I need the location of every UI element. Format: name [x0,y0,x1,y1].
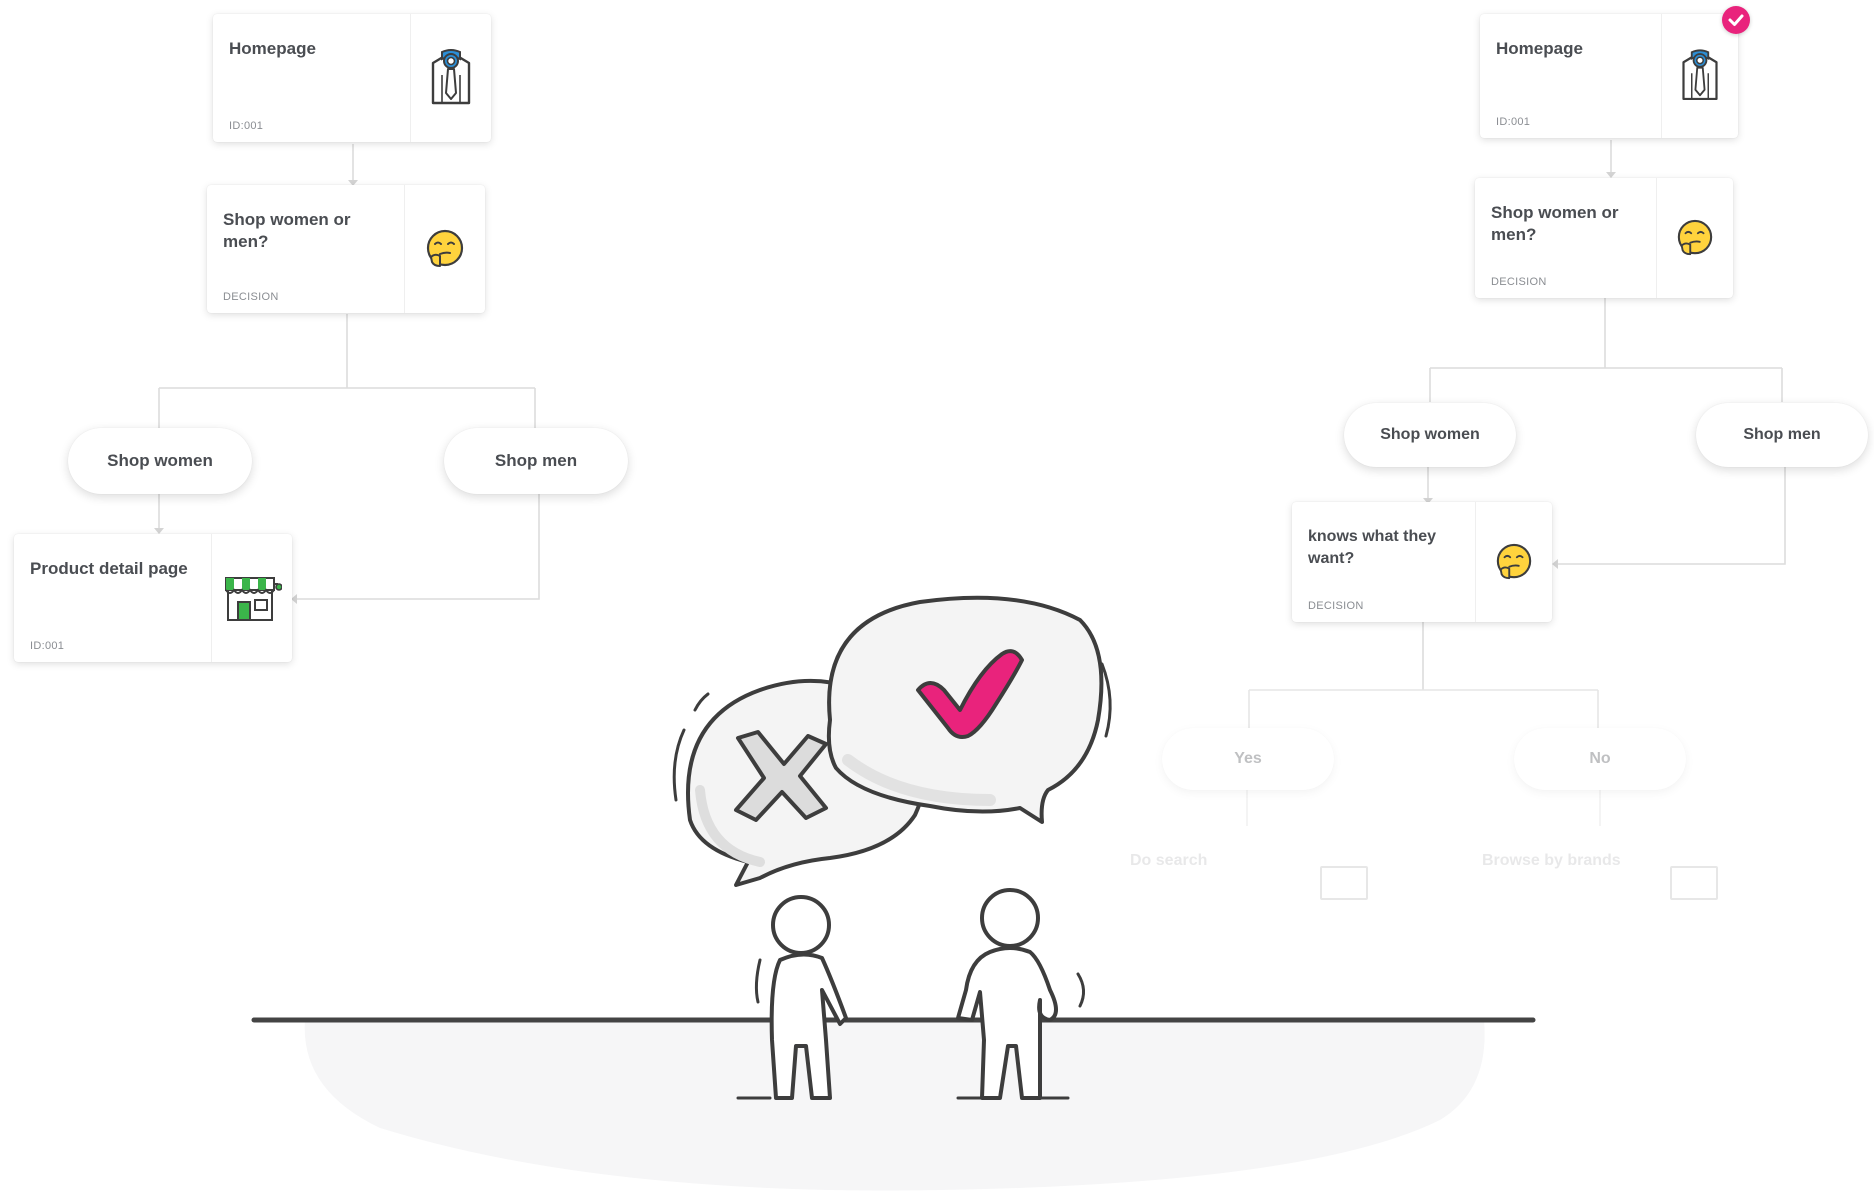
shop-women-pill-right[interactable]: Shop women [1344,403,1516,467]
decision-title: Shop women or men? [223,210,351,251]
thinking-face-icon [1677,219,1713,256]
decision-icon-slot [404,185,485,313]
check-speech-bubble [826,595,1112,824]
storefront-icon [1670,866,1718,900]
shop-men-pill[interactable]: Shop men [444,428,628,494]
product-icon-slot [211,534,292,662]
decision-label-right: DECISION [1491,276,1547,288]
homepage-card[interactable]: Homepage ID:001 [213,14,491,142]
no-pill[interactable]: No [1514,728,1686,790]
check-mark-icon [916,649,1024,739]
decision-card-right[interactable]: Shop women or men? DECISION [1475,178,1733,298]
homepage-id: ID:001 [229,120,264,132]
knows-card[interactable]: knows what they want? DECISION [1292,502,1552,622]
browse-brands-label: Browse by brands [1482,852,1621,869]
check-badge-icon [1722,6,1750,34]
decision-card[interactable]: Shop women or men? DECISION [207,185,485,313]
do-search-label: Do search [1130,852,1208,869]
do-search-node[interactable]: Do search [1110,826,1370,906]
thinking-face-icon [426,229,464,267]
left-person [736,895,848,1100]
knows-icon-slot [1475,502,1552,622]
homepage-id-right: ID:001 [1496,116,1531,128]
storefront-icon [225,577,282,621]
storefront-icon [1320,866,1368,900]
homepage-title: Homepage [229,39,316,58]
product-detail-card[interactable]: Product detail page ID:001 [14,534,292,662]
decision-icon-slot-right [1656,178,1733,298]
product-detail-title: Product detail page [30,559,188,578]
cross-mark-icon [734,730,828,822]
shirt-tie-icon [431,49,471,105]
homepage-title-right: Homepage [1496,39,1583,58]
decision-label: DECISION [223,291,279,303]
ground-shadow [304,1020,1485,1191]
browse-brands-node[interactable]: Browse by brands [1460,826,1736,906]
shirt-tie-icon [1682,49,1718,101]
homepage-icon-slot [410,14,491,142]
product-detail-id: ID:001 [30,640,65,652]
thinking-face-icon [1496,543,1532,580]
right-person [956,888,1085,1100]
knows-label: DECISION [1308,600,1364,612]
yes-pill[interactable]: Yes [1162,728,1334,790]
knows-title: knows what they want? [1308,528,1437,567]
decision-title-right: Shop women or men? [1491,203,1619,244]
homepage-icon-slot-right [1661,14,1738,138]
shop-women-pill[interactable]: Shop women [68,428,252,494]
homepage-card-right[interactable]: Homepage ID:001 [1480,14,1738,138]
shop-men-pill-right[interactable]: Shop men [1696,403,1868,467]
